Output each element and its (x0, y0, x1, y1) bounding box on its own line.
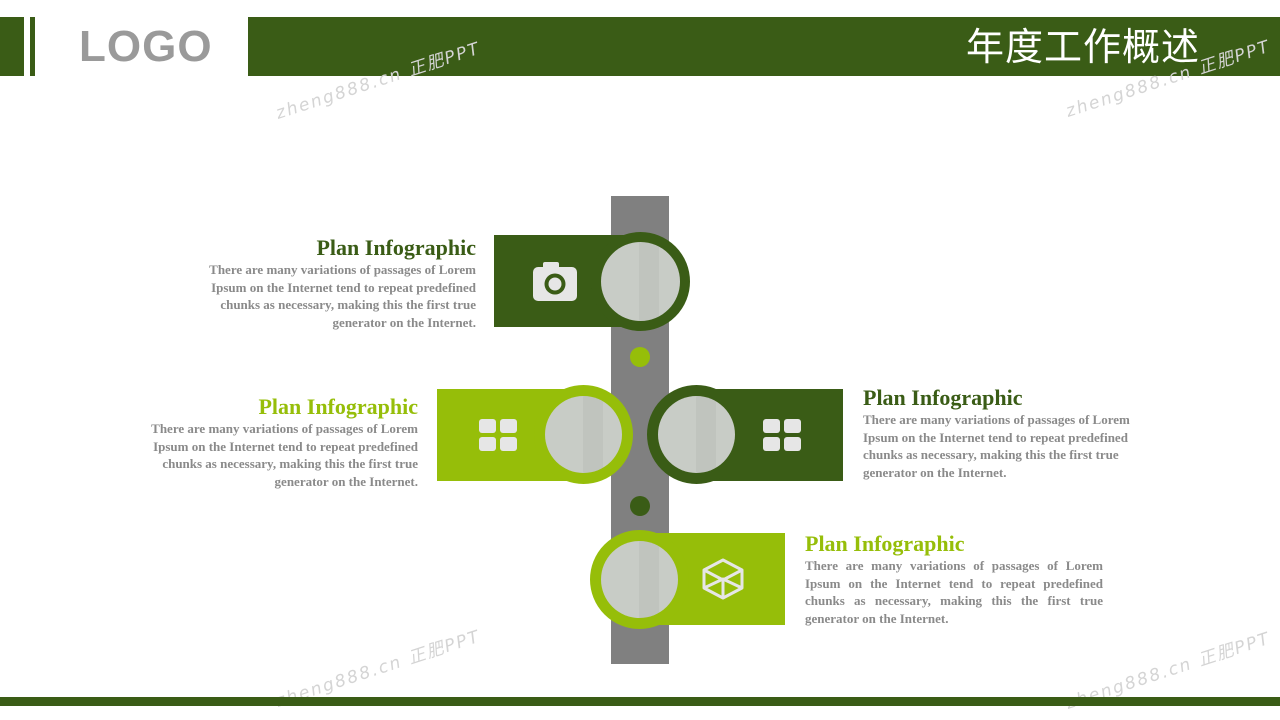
text-block-1: Plan Infographic There are many variatio… (185, 235, 476, 331)
item-body: There are many variations of passages of… (151, 421, 418, 489)
item-title: Plan Infographic (316, 235, 476, 260)
card-1-disc (601, 242, 680, 321)
item-body: There are many variations of passages of… (863, 412, 1130, 480)
grid-icon (479, 419, 517, 451)
footer-bar (0, 697, 1280, 706)
item-body: There are many variations of passages of… (805, 558, 1103, 626)
timeline-dot (630, 496, 650, 516)
item-title: Plan Infographic (805, 531, 965, 556)
text-block-3: Plan Infographic There are many variatio… (863, 385, 1153, 481)
page-title: 年度工作概述 (965, 25, 1200, 69)
cube-icon (702, 558, 744, 600)
header-accent-stripe (0, 17, 24, 76)
item-title: Plan Infographic (863, 385, 1023, 410)
card-3-disc (658, 396, 735, 473)
text-block-4: Plan Infographic There are many variatio… (805, 531, 1103, 627)
timeline-dot (630, 347, 650, 367)
header-accent-stripe-thin (30, 17, 35, 76)
logo: LOGO (79, 22, 213, 71)
camera-icon (533, 262, 577, 301)
card-2-disc (545, 396, 622, 473)
item-title: Plan Infographic (258, 394, 418, 419)
text-block-2: Plan Infographic There are many variatio… (127, 394, 418, 490)
title-bar: 年度工作概述 (248, 17, 1280, 76)
card-4-disc (601, 541, 678, 618)
grid-icon (763, 419, 801, 451)
item-body: There are many variations of passages of… (209, 262, 476, 330)
